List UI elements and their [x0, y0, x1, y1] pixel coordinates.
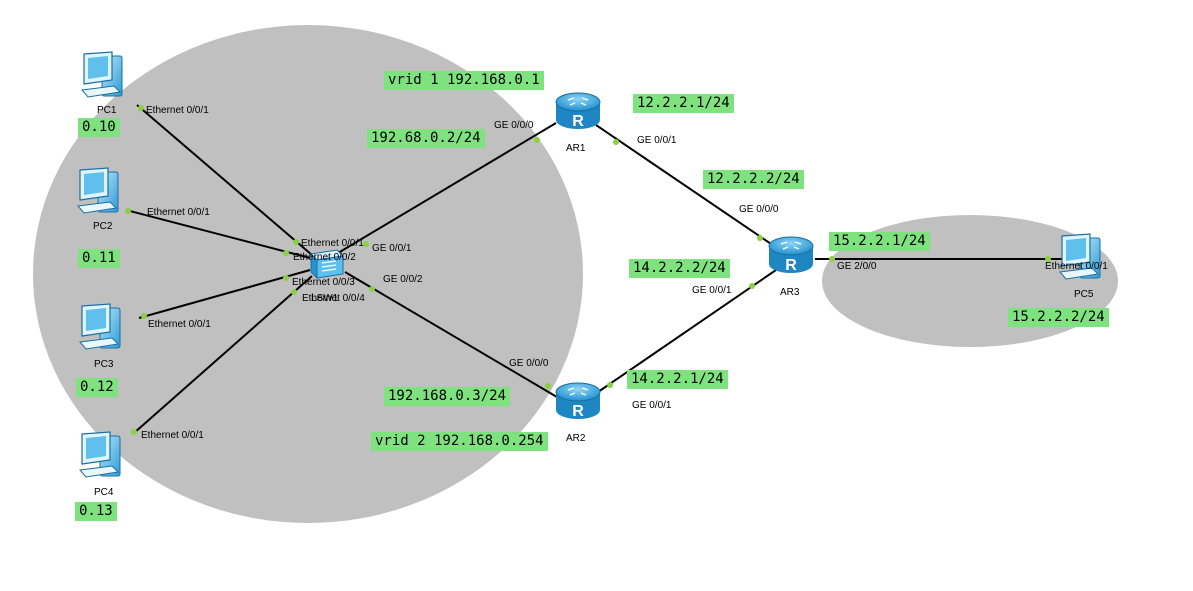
ar2-name: AR2 — [566, 433, 586, 444]
router-icon: R — [768, 236, 814, 274]
port-dot — [131, 429, 137, 435]
pc4-device[interactable] — [79, 431, 121, 478]
pc5-name: PC5 — [1074, 289, 1094, 300]
ar3-ar2-ip-label: 14.2.2.2/24 — [629, 259, 730, 278]
port-label-lsw-g1: GE 0/0/1 — [372, 243, 412, 254]
ar1-device[interactable]: R — [555, 92, 601, 130]
port-label-lsw-e2: Ethernet 0/0/2 — [293, 252, 356, 263]
port-dot — [369, 286, 375, 292]
pc-icon — [79, 431, 121, 478]
port-dot — [829, 256, 835, 262]
svg-text:R: R — [785, 257, 797, 274]
link-pc3-lsw — [138, 269, 311, 319]
port-label-ar3-g0: GE 0/0/0 — [739, 204, 779, 215]
lsw1-name: LSW1 — [311, 293, 339, 304]
switch-icon — [309, 249, 345, 280]
port-dot — [607, 382, 613, 388]
port-label-ar3-g1: GE 0/0/1 — [692, 285, 732, 296]
port-dot — [283, 275, 289, 281]
port-dot — [293, 239, 299, 245]
port-dot — [613, 139, 619, 145]
svg-text:R: R — [572, 403, 584, 420]
vrid1-label: vrid 1 192.168.0.1 — [384, 71, 544, 90]
pc1-name: PC1 — [97, 105, 117, 116]
lsw1-device[interactable] — [309, 249, 345, 280]
link-ar1-ar3 — [595, 124, 781, 251]
pc3-name: PC3 — [94, 359, 114, 370]
ar3-ar1-ip-label: 12.2.2.2/24 — [703, 170, 804, 189]
port-dot — [749, 283, 755, 289]
link-lsw-ar1 — [337, 122, 557, 254]
port-dot — [125, 208, 131, 214]
ar1-lan-ip-label: 192.68.0.2/24 — [367, 129, 485, 148]
pc1-ip-label: 0.10 — [78, 118, 120, 137]
pc2-device[interactable] — [77, 167, 119, 214]
ar2-wan-ip-label: 14.2.2.1/24 — [627, 370, 728, 389]
pc4-ip-label: 0.13 — [75, 502, 117, 521]
ar2-lan-ip-label: 192.168.0.3/24 — [384, 387, 511, 406]
vrid2-label: vrid 2 192.168.0.254 — [371, 432, 548, 451]
port-dot — [545, 383, 551, 389]
pc5-ip-label: 15.2.2.2/24 — [1008, 308, 1109, 327]
pc-icon — [81, 51, 123, 98]
port-label-ar1-g1: GE 0/0/1 — [637, 135, 677, 146]
pc-icon — [77, 167, 119, 214]
port-label-lsw-g2: GE 0/0/2 — [383, 274, 423, 285]
ar1-name: AR1 — [566, 143, 586, 154]
port-label-lsw-e3: Ethernet 0/0/3 — [292, 277, 355, 288]
pc1-device[interactable] — [81, 51, 123, 98]
port-label-ar3-g2: GE 2/0/0 — [837, 261, 877, 272]
port-dot — [283, 250, 289, 256]
port-label-lsw-e1: Ethernet 0/0/1 — [301, 238, 364, 249]
port-dot — [757, 235, 763, 241]
router-icon: R — [555, 382, 601, 420]
port-dot — [363, 241, 369, 247]
pc-icon — [79, 303, 121, 350]
port-label-pc3: Ethernet 0/0/1 — [148, 319, 211, 330]
port-label-pc2: Ethernet 0/0/1 — [147, 207, 210, 218]
ar1-wan-ip-label: 12.2.2.1/24 — [633, 94, 734, 113]
router-icon: R — [555, 92, 601, 130]
port-label-pc5: Ethernet 0/0/1 — [1045, 261, 1108, 272]
svg-text:R: R — [572, 113, 584, 130]
pc3-ip-label: 0.12 — [76, 378, 118, 397]
ar2-device[interactable]: R — [555, 382, 601, 420]
link-pc2-lsw — [125, 209, 311, 259]
port-dot — [138, 105, 144, 111]
port-label-ar2-g1: GE 0/0/1 — [632, 400, 672, 411]
port-label-ar1-g0: GE 0/0/0 — [494, 120, 534, 131]
pc2-name: PC2 — [93, 221, 113, 232]
port-label-pc1: Ethernet 0/0/1 — [146, 105, 209, 116]
port-dot — [141, 313, 147, 319]
ar3-device[interactable]: R — [768, 236, 814, 274]
port-dot — [534, 137, 540, 143]
link-pc1-lsw — [136, 104, 313, 256]
ar3-name: AR3 — [780, 287, 800, 298]
port-dot — [1045, 256, 1051, 262]
port-dot — [291, 289, 297, 295]
port-label-ar2-g0: GE 0/0/0 — [509, 358, 549, 369]
link-pc4-lsw — [133, 275, 313, 434]
port-label-lsw-e4: Ethernet 0/0/4 — [302, 293, 365, 304]
pc2-ip-label: 0.11 — [78, 249, 120, 268]
ar3-pc5-ip-label: 15.2.2.1/24 — [829, 232, 930, 251]
pc3-device[interactable] — [79, 303, 121, 350]
pc-icon — [1059, 233, 1101, 280]
pc5-device[interactable] — [1059, 233, 1101, 280]
pc4-name: PC4 — [94, 487, 114, 498]
port-label-pc4: Ethernet 0/0/1 — [141, 430, 204, 441]
link-lsw-ar2 — [344, 271, 563, 401]
